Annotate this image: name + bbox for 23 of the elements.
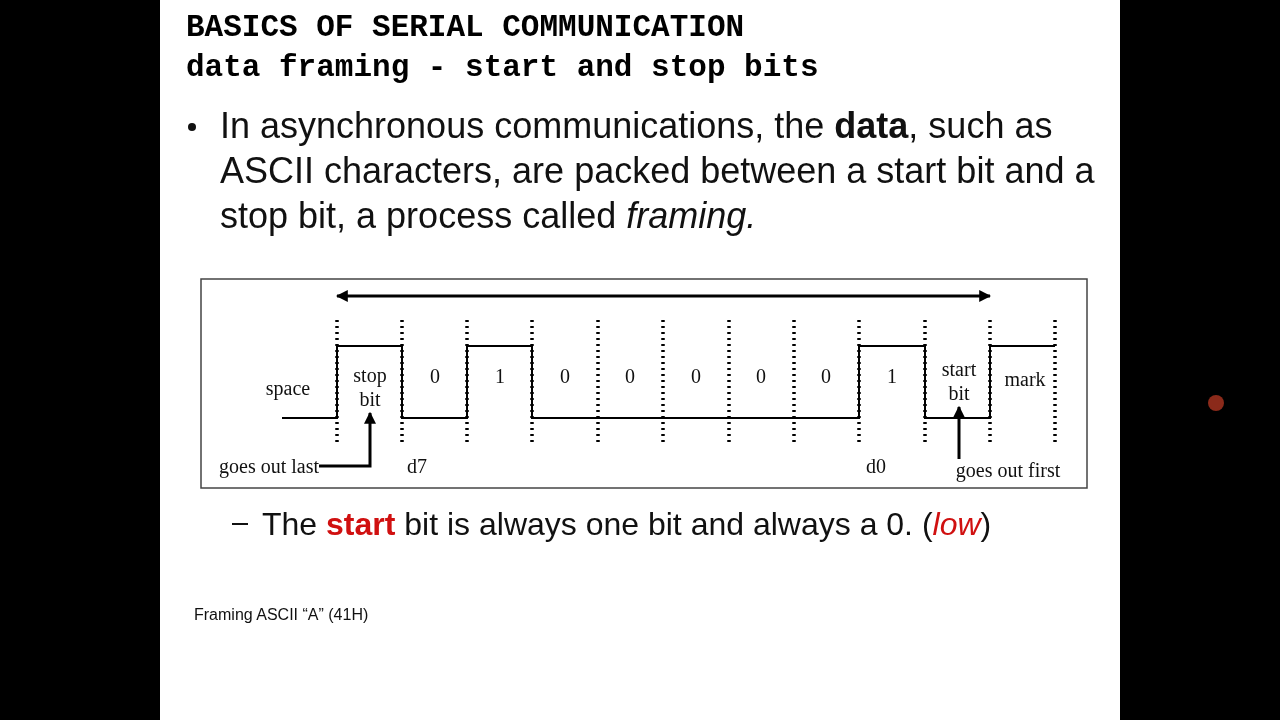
signal-state-label: space <box>265 376 311 400</box>
bit-value: 0 <box>625 364 635 388</box>
bullet-text: In asynchronous communications, the data, such as ASCII characters, are packed between a start bit and a stop bit, a process called framing. <box>220 104 1096 238</box>
bit-label: stop bit <box>345 363 395 411</box>
bit-value: 0 <box>560 364 570 388</box>
arrow <box>319 411 376 468</box>
bit-value: 1 <box>495 364 505 388</box>
slide-subtitle: data framing - start and stop bits <box>186 50 819 85</box>
bit-label: d0 <box>866 454 886 478</box>
arrow <box>953 405 965 459</box>
bit-label: d7 <box>407 454 427 478</box>
bit-value: 1 <box>887 364 897 388</box>
signal-state-label: mark <box>1004 367 1046 391</box>
bit-label: goes out last <box>219 454 319 478</box>
figure-caption: Framing ASCII “A” (41H) <box>194 606 369 624</box>
bit-label: goes out first <box>955 458 1061 482</box>
bit-value: 0 <box>691 364 701 388</box>
sub-bullet-text: The start bit is always one bit and always a 0. (low) <box>262 505 992 544</box>
bit-value: 0 <box>756 364 766 388</box>
slide-title: BASICS OF SERIAL COMMUNICATION <box>186 10 745 45</box>
bit-value: 0 <box>430 364 440 388</box>
bit-value: 0 <box>821 364 831 388</box>
bit-label: start bit <box>934 357 984 405</box>
